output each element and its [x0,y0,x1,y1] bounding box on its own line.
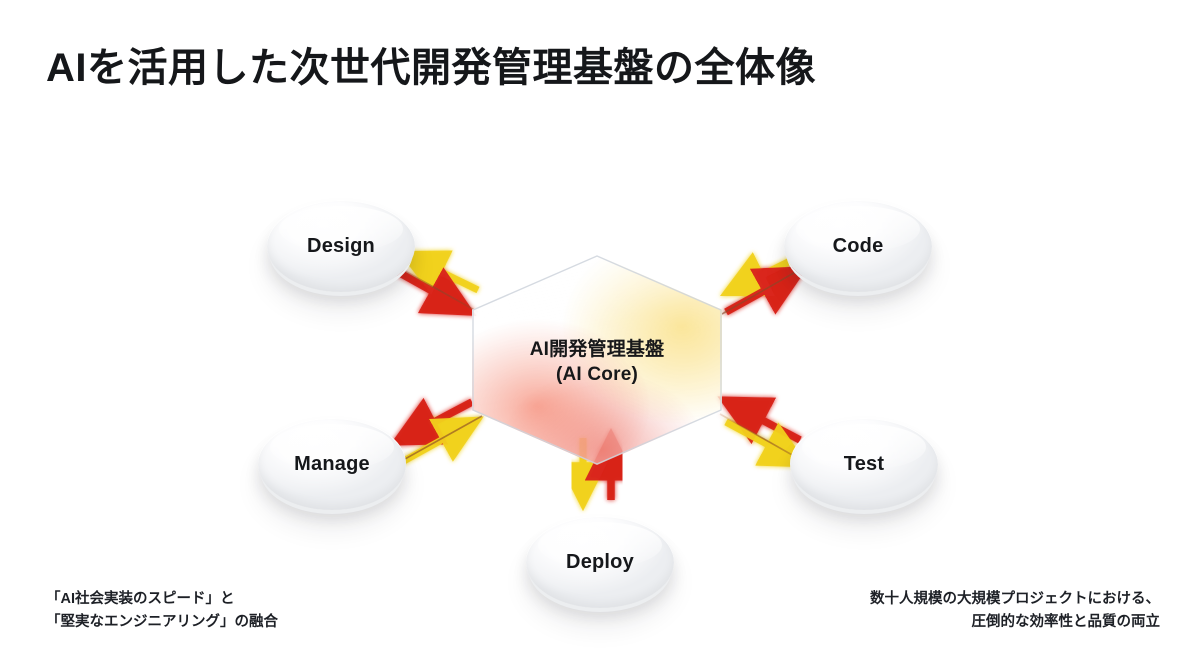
node-label-design: Design [307,234,375,257]
node-manage[interactable]: Manage [258,418,406,522]
node-label-manage: Manage [294,452,370,475]
node-label-code: Code [832,234,884,257]
footer-left-line2: 「堅実なエンジニアリング」の融合 [46,614,278,631]
page-title: AIを活用した次世代開発管理基盤の全体像 [46,46,816,90]
node-code[interactable]: Code [784,200,932,304]
arrow-pair-design [395,250,480,316]
diagram-stage: AI開発管理基盤 (AI Core) Design Code Mana [0,150,1200,616]
node-deploy[interactable]: Deploy [526,516,674,620]
footer-right-line2: 圧倒的な効率性と品質の両立 [971,614,1161,631]
arrow-pair-manage [389,397,484,466]
ai-core-hexagon[interactable]: AI開発管理基盤 (AI Core) [472,255,722,523]
node-label-test: Test [843,452,885,475]
footer-caption-right: 数十人規模の大規模プロジェクトにおける、 圧倒的な効率性と品質の両立 [870,588,1160,635]
ai-core-label: AI開発管理基盤 (AI Core) [472,255,722,465]
node-test[interactable]: Test [790,418,938,522]
node-label-deploy: Deploy [566,550,634,573]
ai-core-label-line2: (AI Core) [555,364,639,385]
footer-right-line1: 数十人規模の大規模プロジェクトにおける、 [870,591,1160,607]
footer-caption-left: 「AI社会実装のスピード」と 「堅実なエンジニアリング」の融合 [46,588,278,635]
node-design[interactable]: Design [267,200,415,304]
ai-core-label-line1: AI開発管理基盤 [529,339,665,360]
footer-left-line1: 「AI社会実装のスピード」と [46,591,235,607]
